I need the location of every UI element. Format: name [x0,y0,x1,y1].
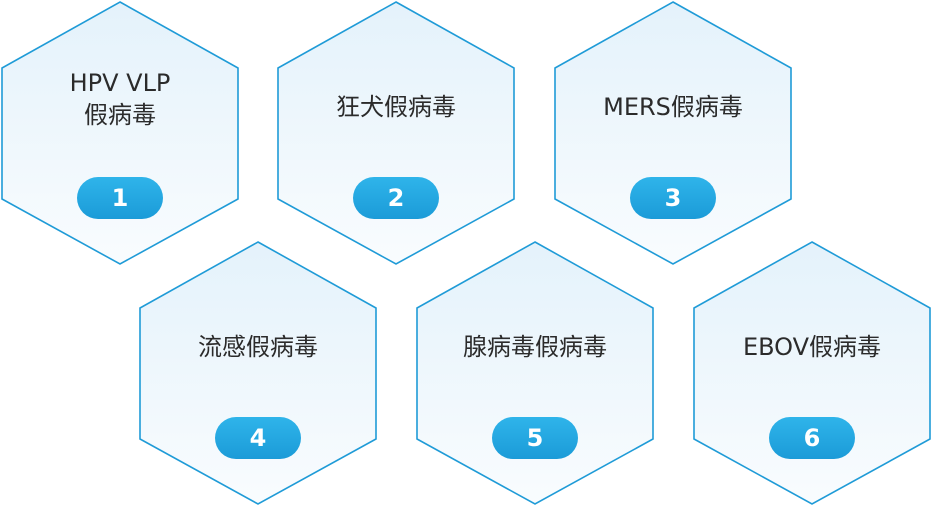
number-badge: 2 [353,177,439,219]
hexagon-shape [693,241,931,505]
hexagon-shape [139,241,377,505]
hexagon-shape [277,1,515,265]
hex-label: 狂犬假病毒 [336,93,456,121]
hexagon-shape [416,241,654,505]
number-badge: 6 [769,417,855,459]
number-badge: 4 [215,417,301,459]
hexagon-shape [1,1,239,265]
hex-label: 腺病毒假病毒 [463,333,607,361]
hexagon-shape [554,1,792,265]
hex-label: EBOV假病毒 [742,333,882,361]
hex-label: 流感假病毒 [198,333,318,361]
hex-card-ebov: EBOV假病毒 6 [692,241,932,505]
hex-label: HPV VLP 假病毒 [69,69,171,129]
hex-card-adenovirus: 腺病毒假病毒 5 [415,241,655,505]
hex-card-rabies: 狂犬假病毒 2 [276,1,516,265]
number-badge: 1 [77,177,163,219]
hex-card-hpv-vlp: HPV VLP 假病毒 1 [0,1,240,265]
number-badge: 3 [630,177,716,219]
hex-card-influenza: 流感假病毒 4 [138,241,378,505]
hex-card-mers: MERS假病毒 3 [553,1,793,265]
number-badge: 5 [492,417,578,459]
hex-label: MERS假病毒 [603,93,743,121]
